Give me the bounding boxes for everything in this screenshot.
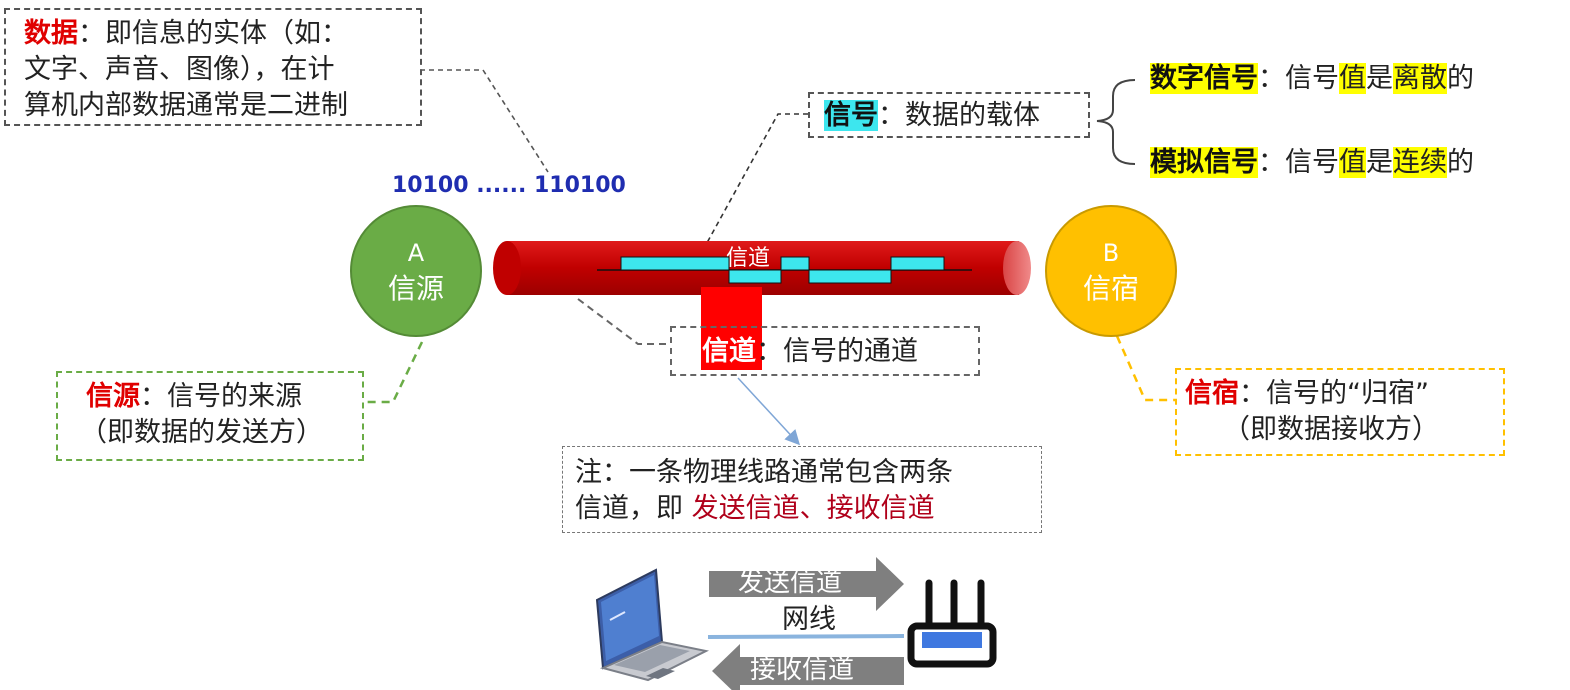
- signal-term: 信号: [824, 100, 878, 131]
- channel-highlight-block: [701, 287, 762, 370]
- source-definition-box: 信源：信号的来源 （即数据的发送方）: [56, 371, 364, 461]
- sink-term: 信宿: [1185, 378, 1239, 409]
- signal-line: 信号：数据的载体: [824, 98, 1088, 134]
- source-node: A 信源: [350, 205, 482, 337]
- data-connector: [420, 69, 549, 173]
- analog-signal-term: 模拟信号: [1150, 147, 1258, 178]
- data-line-2: 文字、声音、图像），在计: [24, 54, 335, 85]
- router-icon: [907, 579, 997, 668]
- network-cable: [707, 634, 905, 639]
- channel-rest: ：信号的通道: [756, 336, 918, 367]
- digital-signal-text-3: 的: [1447, 63, 1474, 94]
- analog-signal-continuous-word: 连续: [1393, 147, 1447, 178]
- data-definition-box: 数据：即信息的实体（如： 文字、声音、图像），在计 算机内部数据通常是二进制: [4, 8, 422, 126]
- source-node-name: 信源: [387, 272, 444, 305]
- analog-signal-line: 模拟信号：信号值是连续的: [1150, 145, 1474, 181]
- digital-signal-term: 数字信号: [1150, 63, 1258, 94]
- send-channel-label: 发送信道: [738, 568, 843, 598]
- channel-connector: [577, 298, 670, 345]
- note-line-1: 注：一条物理线路通常包含两条: [575, 457, 953, 488]
- sink-node: B 信宿: [1045, 205, 1177, 337]
- signal-rest: ：数据的载体: [878, 100, 1040, 131]
- analog-signal-text-3: 的: [1447, 147, 1474, 178]
- cable-label: 网线: [782, 604, 836, 635]
- data-line-3: 算机内部数据通常是二进制: [24, 90, 348, 121]
- binary-bits-label: 10100 ...... 110100: [392, 173, 626, 198]
- channel-line: 信道：信号的通道: [702, 334, 978, 370]
- receive-arrow: [712, 644, 904, 690]
- channel-term: 信道: [702, 336, 756, 367]
- note-line-2-channels: 发送信道、接收信道: [691, 493, 935, 524]
- note-line-2: 信道，即 发送信道、接收信道: [575, 491, 1041, 527]
- source-line-2: （即数据的发送方）: [80, 417, 323, 448]
- sink-node-name: 信宿: [1082, 272, 1139, 305]
- note-box: 注：一条物理线路通常包含两条 信道，即 发送信道、接收信道: [562, 446, 1042, 533]
- data-line-1-rest: ：即信息的实体（如：: [78, 18, 348, 49]
- sink-node-letter: B: [1102, 239, 1120, 267]
- signal-connector: [702, 113, 808, 251]
- digital-signal-text-2: 是: [1366, 63, 1393, 94]
- digital-signal-text-1: ：信号: [1258, 63, 1339, 94]
- data-line-1: 数据：即信息的实体（如：: [24, 16, 420, 52]
- digital-signal-value-word: 值: [1339, 63, 1366, 94]
- digital-signal-discrete-word: 离散: [1393, 63, 1447, 94]
- sink-definition-box: 信宿：信号的“归宿” （即数据接收方）: [1175, 368, 1505, 456]
- signal-type-brace: [1096, 79, 1136, 165]
- signal-definition-box: 信号：数据的载体: [808, 92, 1090, 138]
- note-pointer-arrow: [737, 377, 801, 446]
- analog-signal-text-1: ：信号: [1258, 147, 1339, 178]
- source-connector: [366, 341, 424, 404]
- sink-line-2: （即数据接收方）: [1223, 414, 1439, 445]
- source-line-1: 信源：信号的来源: [86, 379, 362, 415]
- sink-rest: ：信号的“归宿”: [1239, 378, 1429, 409]
- source-rest: ：信号的来源: [140, 381, 302, 412]
- source-term: 信源: [86, 381, 140, 412]
- sink-line-1: 信宿：信号的“归宿”: [1185, 376, 1503, 412]
- digital-signal-line: 数字信号：信号值是离散的: [1150, 61, 1474, 97]
- analog-signal-text-2: 是: [1366, 147, 1393, 178]
- analog-signal-value-word: 值: [1339, 147, 1366, 178]
- note-line-2-prefix: 信道，即: [575, 493, 692, 524]
- digital-waveform: [597, 256, 972, 284]
- sink-connector: [1115, 335, 1175, 402]
- laptop-icon: [595, 568, 710, 682]
- pipe-label: 信道: [726, 246, 771, 271]
- data-term: 数据: [24, 18, 78, 49]
- send-arrow: [709, 557, 904, 611]
- receive-channel-label: 接收信道: [750, 655, 855, 685]
- channel-definition-box: 信道：信号的通道: [670, 326, 980, 376]
- source-node-letter: A: [407, 239, 425, 267]
